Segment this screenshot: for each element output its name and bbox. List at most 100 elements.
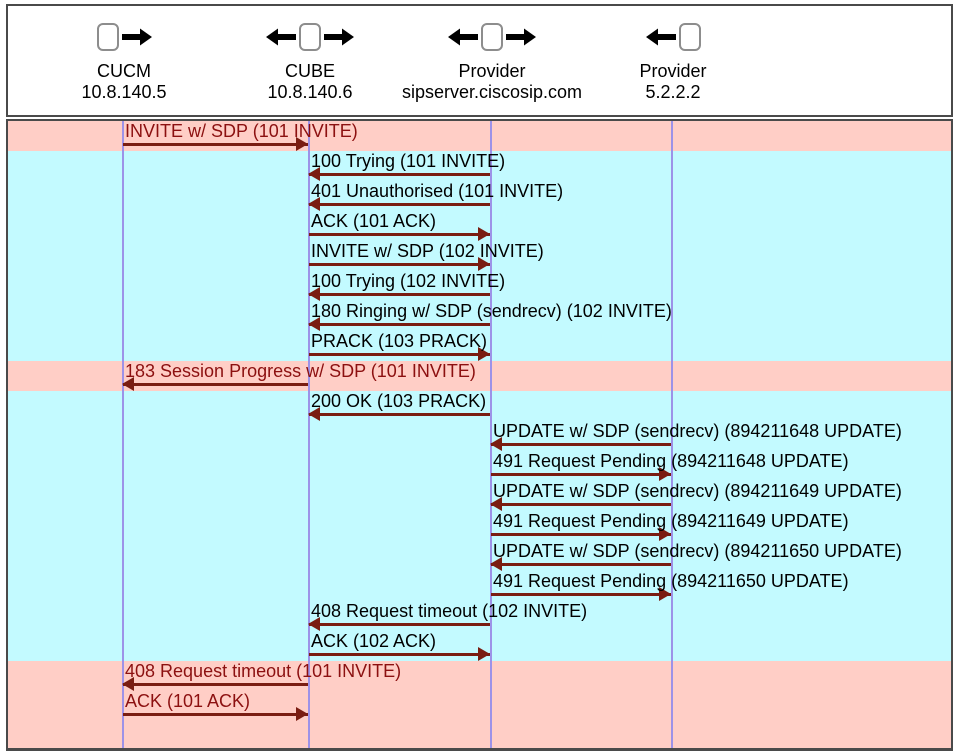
message[interactable]: 491 Request Pending (894211649 UPDATE) [8, 511, 951, 541]
message-label: 491 Request Pending (894211650 UPDATE) [493, 571, 849, 591]
message-label: INVITE w/ SDP (101 INVITE) [125, 121, 358, 141]
message-arrow-line [309, 623, 490, 626]
message-arrowhead-left [308, 197, 320, 211]
message-arrow-line [491, 473, 671, 476]
message-label: 408 Request timeout (101 INVITE) [125, 661, 402, 681]
message-row[interactable] [8, 451, 951, 481]
message-arrow-line [309, 203, 490, 206]
message[interactable]: INVITE w/ SDP (102 INVITE) [8, 241, 951, 271]
message-row[interactable] [8, 361, 951, 391]
message-row[interactable] [8, 541, 951, 571]
message-arrow-line [491, 533, 671, 536]
message[interactable]: ACK (101 ACK) [8, 211, 951, 241]
message-row[interactable] [8, 301, 951, 331]
message[interactable]: 491 Request Pending (894211650 UPDATE) [8, 571, 951, 601]
message-arrowhead-left [308, 167, 320, 181]
message[interactable]: 180 Ringing w/ SDP (sendrecv) (102 INVIT… [8, 301, 951, 331]
message[interactable]: 491 Request Pending (894211648 UPDATE) [8, 451, 951, 481]
message-arrow-line [309, 323, 490, 326]
message[interactable]: 408 Request timeout (102 INVITE) [8, 601, 951, 631]
node-box-icon [678, 23, 701, 51]
message[interactable]: 100 Trying (101 INVITE) [8, 151, 951, 181]
message-sequence-area: INVITE w/ SDP (101 INVITE) 100 Trying (10… [6, 119, 953, 751]
message-row[interactable] [8, 181, 951, 211]
message-row[interactable] [8, 391, 951, 421]
message-label: 408 Request timeout (102 INVITE) [311, 601, 588, 621]
message-arrowhead-left [490, 557, 502, 571]
message[interactable]: UPDATE w/ SDP (sendrecv) (894211650 UPDA… [8, 541, 951, 571]
participant-name: CUCM [97, 61, 151, 81]
message-row[interactable] [8, 511, 951, 541]
message-label: UPDATE w/ SDP (sendrecv) (894211648 UPDA… [493, 421, 902, 441]
message-row[interactable] [8, 481, 951, 511]
participant-icons [266, 14, 354, 60]
participant-name: CUBE [284, 61, 335, 81]
participant-name: Provider [458, 61, 526, 81]
message-arrowhead-right [296, 137, 308, 151]
message-row[interactable] [8, 421, 951, 451]
message-arrowhead-right [478, 257, 490, 271]
message-arrow-line [309, 263, 490, 266]
participant-address: 10.8.140.6 [267, 82, 353, 102]
message-arrow-line [491, 443, 671, 446]
message[interactable]: ACK (102 ACK) [8, 631, 951, 661]
participant-icons [96, 14, 152, 60]
message-row[interactable] [8, 661, 951, 691]
message-row[interactable] [8, 571, 951, 601]
node-box-icon [481, 23, 503, 51]
message-arrow-line [123, 383, 308, 386]
message-arrowhead-right [659, 527, 671, 541]
message-arrow-line [491, 563, 671, 566]
message-row[interactable] [8, 271, 951, 301]
message-list: INVITE w/ SDP (101 INVITE) 100 Trying (10… [8, 121, 951, 748]
message-arrowhead-right [659, 587, 671, 601]
message[interactable]: 183 Session Progress w/ SDP (101 INVITE) [8, 361, 951, 391]
message-arrow-line [123, 143, 308, 146]
message-row[interactable] [8, 151, 951, 181]
message[interactable]: UPDATE w/ SDP (sendrecv) (894211648 UPDA… [8, 421, 951, 451]
message[interactable]: 408 Request timeout (101 INVITE) [8, 661, 951, 691]
message-arrowhead-left [122, 377, 134, 391]
message[interactable]: ACK (101 ACK) [8, 691, 951, 721]
message[interactable]: UPDATE w/ SDP (sendrecv) (894211649 UPDA… [8, 481, 951, 511]
message-label: PRACK (103 PRACK) [311, 331, 488, 351]
message-arrowhead-left [308, 617, 320, 631]
participant-address: 10.8.140.5 [81, 82, 167, 102]
message-arrowhead-left [308, 287, 320, 301]
arrow-left-icon [448, 28, 478, 46]
message-arrow-line [309, 173, 490, 176]
message-label: UPDATE w/ SDP (sendrecv) (894211650 UPDA… [493, 541, 902, 561]
message-arrowhead-right [478, 347, 490, 361]
message-arrowhead-right [659, 467, 671, 481]
node-box-icon [96, 23, 119, 51]
message-label: 180 Ringing w/ SDP (sendrecv) (102 INVIT… [311, 301, 672, 321]
message[interactable]: 200 OK (103 PRACK) [8, 391, 951, 421]
message-row[interactable] [8, 601, 951, 631]
message[interactable]: INVITE w/ SDP (101 INVITE) [8, 121, 951, 151]
message-arrow-line [123, 713, 308, 716]
message[interactable]: PRACK (103 PRACK) [8, 331, 951, 361]
participant-address: sipserver.ciscosip.com [401, 82, 583, 102]
participant-icons [448, 14, 536, 60]
arrow-right-icon [121, 28, 152, 46]
message-arrowhead-right [478, 647, 490, 661]
participant-address: 5.2.2.2 [645, 82, 701, 102]
message-arrow-line [309, 353, 490, 356]
message-arrow-line [309, 293, 490, 296]
message-label: ACK (102 ACK) [311, 631, 437, 651]
message[interactable]: 401 Unauthorised (101 INVITE) [8, 181, 951, 211]
message-label: 491 Request Pending (894211648 UPDATE) [493, 451, 849, 471]
message-arrow-line [309, 413, 490, 416]
message-arrow-line [309, 233, 490, 236]
message-row[interactable] [8, 691, 951, 721]
message-label: 100 Trying (102 INVITE) [311, 271, 506, 291]
message-label: 100 Trying (101 INVITE) [311, 151, 506, 171]
message-row[interactable] [8, 121, 951, 151]
message[interactable]: 100 Trying (102 INVITE) [8, 271, 951, 301]
message-arrow-line [491, 503, 671, 506]
